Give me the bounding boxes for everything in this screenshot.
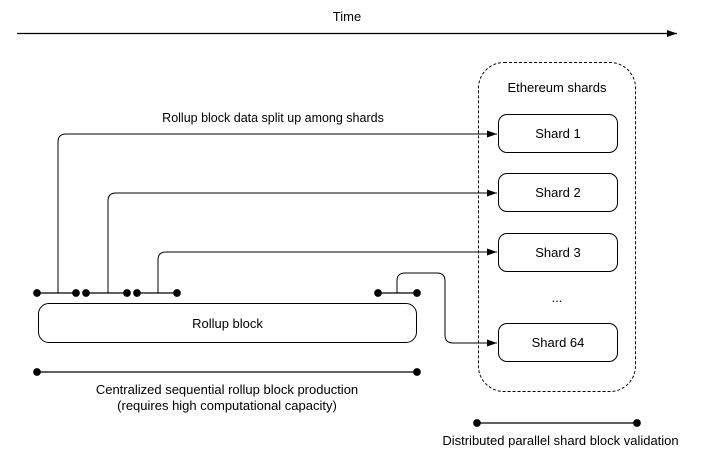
range-endpoint-dot xyxy=(473,419,481,427)
arrow-to-shard-2 xyxy=(107,189,497,293)
segment-endpoint-dot xyxy=(82,289,90,297)
segment-endpoint-dot xyxy=(173,289,181,297)
time-axis-label: Time xyxy=(332,9,362,24)
segment-endpoint-dot xyxy=(133,289,141,297)
production-range-line xyxy=(33,368,421,376)
segment-endpoint-dot xyxy=(413,289,421,297)
segment-endpoint-dot xyxy=(123,289,131,297)
shard-3-label: Shard 3 xyxy=(535,245,581,260)
rollup-block-box: Rollup block xyxy=(38,303,417,343)
range-endpoint-dot xyxy=(33,368,41,376)
shard-3-box: Shard 3 xyxy=(498,233,618,272)
arrow-to-shard-1 xyxy=(57,130,497,293)
shard-2-box: Shard 2 xyxy=(498,173,618,212)
shard-64-box: Shard 64 xyxy=(498,323,618,362)
shard-1-label: Shard 1 xyxy=(535,126,581,141)
validation-range-line xyxy=(473,419,641,427)
shards-ellipsis: ... xyxy=(551,290,563,305)
shard-1-box: Shard 1 xyxy=(498,114,618,153)
segment-endpoint-dot xyxy=(33,289,41,297)
production-caption-line1: Centralized sequential rollup block prod… xyxy=(95,382,359,397)
split-annotation-label: Rollup block data split up among shards xyxy=(162,111,384,125)
rollup-data-segments xyxy=(33,289,421,297)
rollup-block-label: Rollup block xyxy=(192,315,263,331)
shards-panel-title: Ethereum shards xyxy=(507,80,607,95)
segment-endpoint-dot xyxy=(72,289,80,297)
shard-64-label: Shard 64 xyxy=(531,335,585,350)
arrow-to-shard-3 xyxy=(157,248,497,293)
range-endpoint-dot xyxy=(633,419,641,427)
range-endpoint-dot xyxy=(413,368,421,376)
segment-endpoint-dot xyxy=(374,289,382,297)
shard-2-label: Shard 2 xyxy=(535,185,581,200)
production-caption-line2: (requires high computational capacity) xyxy=(117,398,337,413)
validation-caption: Distributed parallel shard block validat… xyxy=(442,433,679,448)
